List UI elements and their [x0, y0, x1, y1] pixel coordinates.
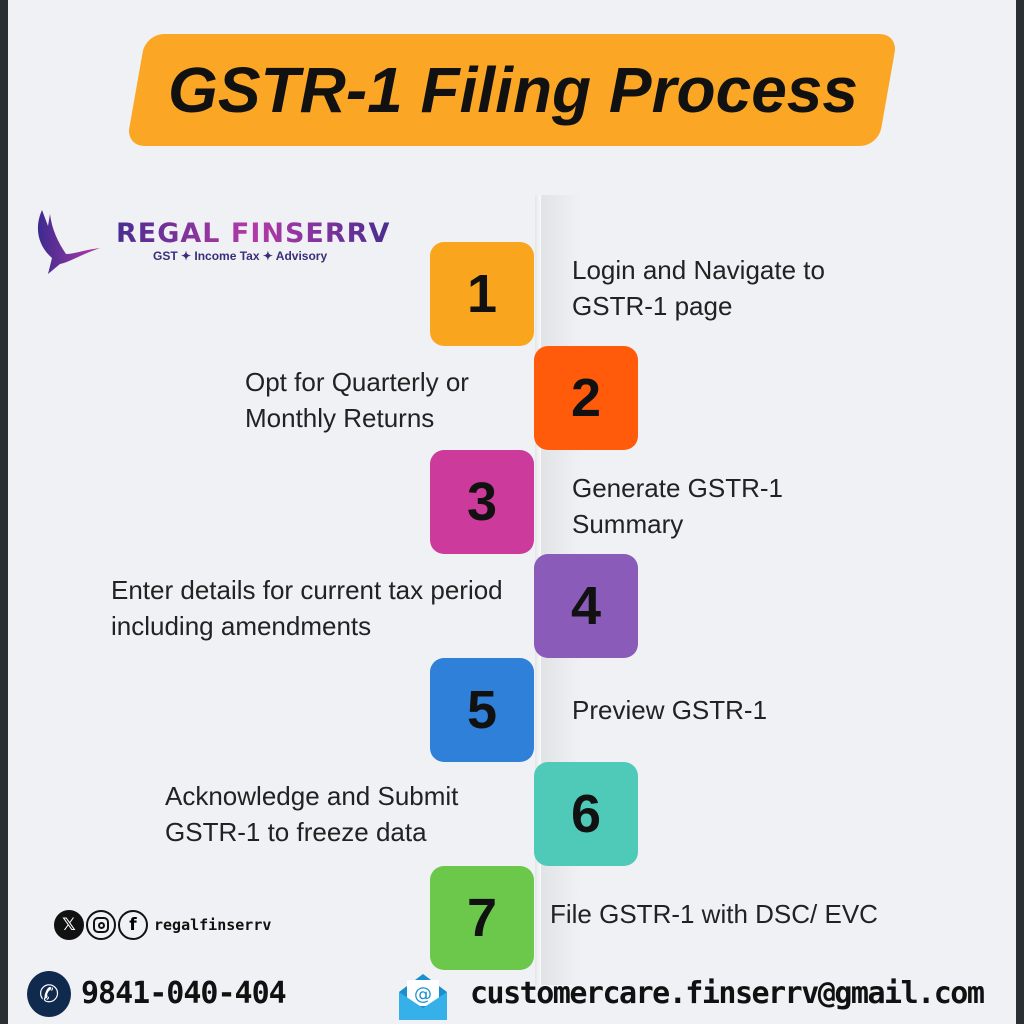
step-6-text: Acknowledge and Submit GSTR-1 to freeze …	[165, 781, 459, 847]
step-7-badge: 7	[430, 866, 534, 970]
page-title: GSTR-1 Filing Process	[168, 54, 858, 126]
brand-tagline: GST ✦ Income Tax ✦ Advisory	[153, 249, 328, 263]
eagle-logo-icon	[37, 210, 100, 274]
x-icon[interactable]: 𝕏	[54, 910, 84, 940]
step-1-badge: 1	[430, 242, 534, 346]
phone-number[interactable]: 9841-040-404	[81, 976, 287, 1011]
step-2-badge: 2	[534, 346, 638, 450]
step-2-text: Opt for Quarterly or Monthly Returns	[245, 367, 469, 433]
social-handle: regalfinserrv	[154, 916, 272, 934]
svg-text:@: @	[414, 984, 432, 1005]
social-links: 𝕏 f regalfinserrv	[54, 910, 271, 940]
step-5-text: Preview GSTR-1	[572, 695, 768, 725]
phone-icon: ✆	[27, 971, 71, 1017]
step-6-badge: 6	[534, 762, 638, 866]
brand-name: REGAL FINSERRV	[116, 218, 391, 249]
step-1-text: Login and Navigate to GSTR-1 page	[572, 255, 825, 321]
email-icon: @	[399, 974, 447, 1020]
email-address[interactable]: customercare.finserrv@gmail.com	[470, 976, 985, 1011]
step-3-badge: 3	[430, 450, 534, 554]
step-4-text: Enter details for current tax period inc…	[111, 575, 503, 641]
step-4-badge: 4	[534, 554, 638, 658]
step-3-text: Generate GSTR-1 Summary	[572, 473, 783, 539]
infographic: GSTR-1 Filing Process REGAL FINSERRV GST…	[8, 0, 1016, 1024]
step-7-text: File GSTR-1 with DSC/ EVC	[550, 899, 878, 929]
step-5-badge: 5	[430, 658, 534, 762]
facebook-icon[interactable]: f	[118, 910, 148, 940]
instagram-icon[interactable]	[86, 910, 116, 940]
